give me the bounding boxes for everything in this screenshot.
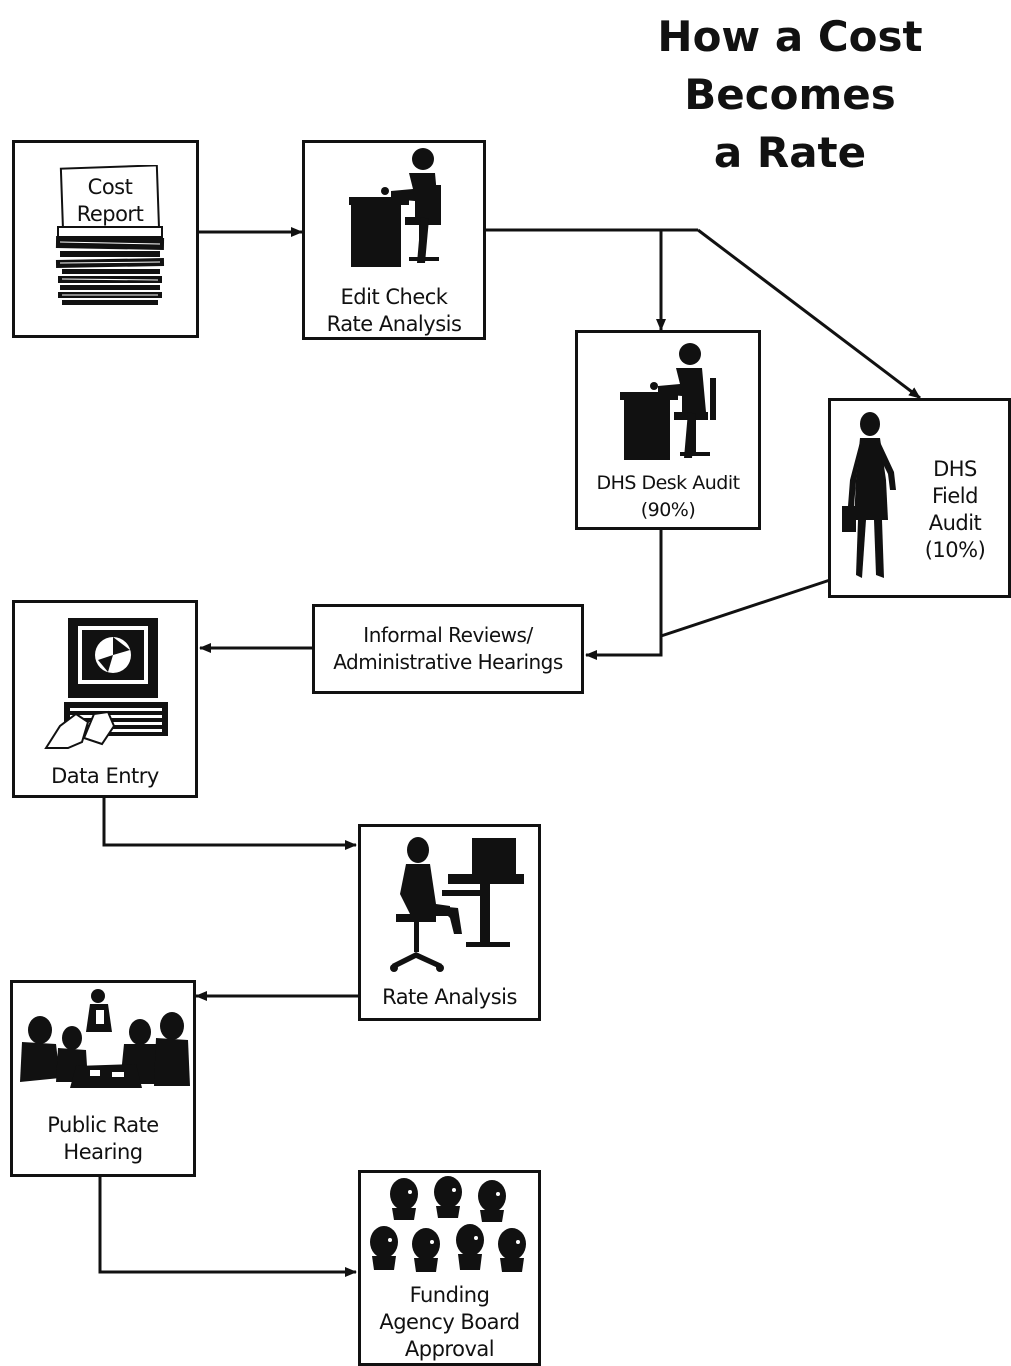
cost-report-line-2: Report <box>76 202 144 226</box>
arrow-desk-to-reviews <box>585 530 663 660</box>
desk-audit-label: DHS Desk Audit (90%) <box>577 470 759 524</box>
cost-report-label: Cost Report <box>60 174 160 228</box>
computer-keyboard-icon <box>44 618 168 749</box>
diagram-title: How a Cost Becomes a Rate <box>640 8 940 182</box>
meeting-crowd-icon <box>20 989 190 1088</box>
computer-workstation-icon <box>390 837 524 972</box>
funding-board-line-3: Approval <box>404 1337 495 1361</box>
title-line-2: Becomes <box>684 70 896 119</box>
line-field-to-join <box>660 578 831 638</box>
title-line-3: a Rate <box>713 128 867 177</box>
paper-stack-icon <box>55 165 165 305</box>
field-audit-line-1: DHS <box>933 457 977 481</box>
informal-reviews-line-2: Administrative Hearings <box>333 650 563 674</box>
funding-board-line-1: Funding <box>409 1283 490 1307</box>
field-audit-line-2: Field <box>932 484 978 508</box>
public-hearing-label: Public Rate Hearing <box>12 1112 194 1166</box>
field-audit-line-3: Audit <box>928 511 982 535</box>
data-entry-line-1: Data Entry <box>51 764 159 788</box>
arrow-hearing-to-board <box>98 1176 357 1277</box>
desk-audit-line-2: (90%) <box>640 499 696 521</box>
edit-check-line-2: Rate Analysis <box>326 312 462 336</box>
desk-worker-icon <box>349 148 441 267</box>
rate-analysis-label: Rate Analysis <box>360 984 539 1011</box>
public-hearing-line-2: Hearing <box>63 1140 143 1164</box>
funding-board-line-2: Agency Board <box>379 1310 520 1334</box>
field-audit-label: DHS Field Audit (10%) <box>910 456 1000 564</box>
desk-audit-line-1: DHS Desk Audit <box>596 472 740 494</box>
informal-reviews-label: Informal Reviews/ Administrative Hearing… <box>314 622 582 676</box>
edit-check-line-1: Edit Check <box>340 285 448 309</box>
cost-report-line-1: Cost <box>87 175 133 199</box>
edit-check-label: Edit Check Rate Analysis <box>306 284 482 338</box>
standing-woman-icon <box>842 412 896 578</box>
informal-reviews-line-1: Informal Reviews/ <box>363 623 533 647</box>
arrow-data-to-rate <box>102 796 357 850</box>
node-informal-reviews <box>312 604 584 694</box>
funding-board-label: Funding Agency Board Approval <box>360 1282 539 1363</box>
title-line-1: How a Cost <box>657 12 923 61</box>
board-members-icon <box>370 1176 526 1272</box>
data-entry-label: Data Entry <box>14 763 196 790</box>
public-hearing-line-1: Public Rate <box>47 1113 159 1137</box>
desk-worker-icon <box>620 343 716 460</box>
rate-analysis-line-1: Rate Analysis <box>382 985 517 1009</box>
field-audit-line-4: (10%) <box>924 538 986 562</box>
